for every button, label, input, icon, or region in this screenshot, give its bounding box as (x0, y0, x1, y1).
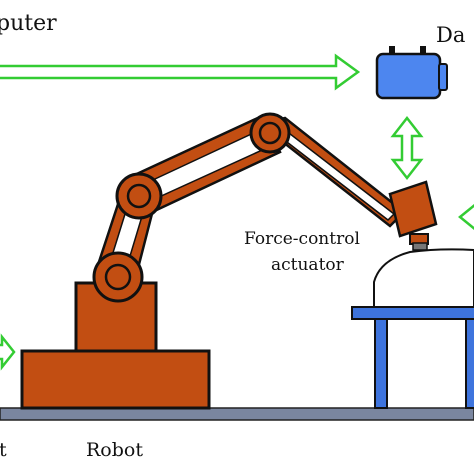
floor (0, 407, 474, 421)
robot-label: Robot (86, 439, 143, 461)
left-bottom-label: t (0, 439, 7, 461)
daq-actuator-double-arrow (390, 115, 424, 181)
force-control-label-line1: Force-control (244, 229, 360, 249)
left-input-arrow (0, 333, 16, 371)
force-control-actuator (388, 180, 438, 251)
force-control-label-line2: actuator (271, 255, 345, 275)
right-input-arrow (458, 204, 474, 230)
data-device-label: Da (436, 23, 465, 47)
robot-base (20, 349, 211, 410)
computer-to-daq-arrow (0, 53, 361, 91)
computer-label: puter (0, 11, 57, 36)
workpiece (373, 248, 474, 308)
work-table (351, 306, 474, 409)
robot-joint-shoulder (249, 112, 291, 154)
daq-device-icon (375, 46, 448, 100)
robot-joint-base (92, 251, 144, 303)
robot-joint-elbow (115, 172, 163, 220)
